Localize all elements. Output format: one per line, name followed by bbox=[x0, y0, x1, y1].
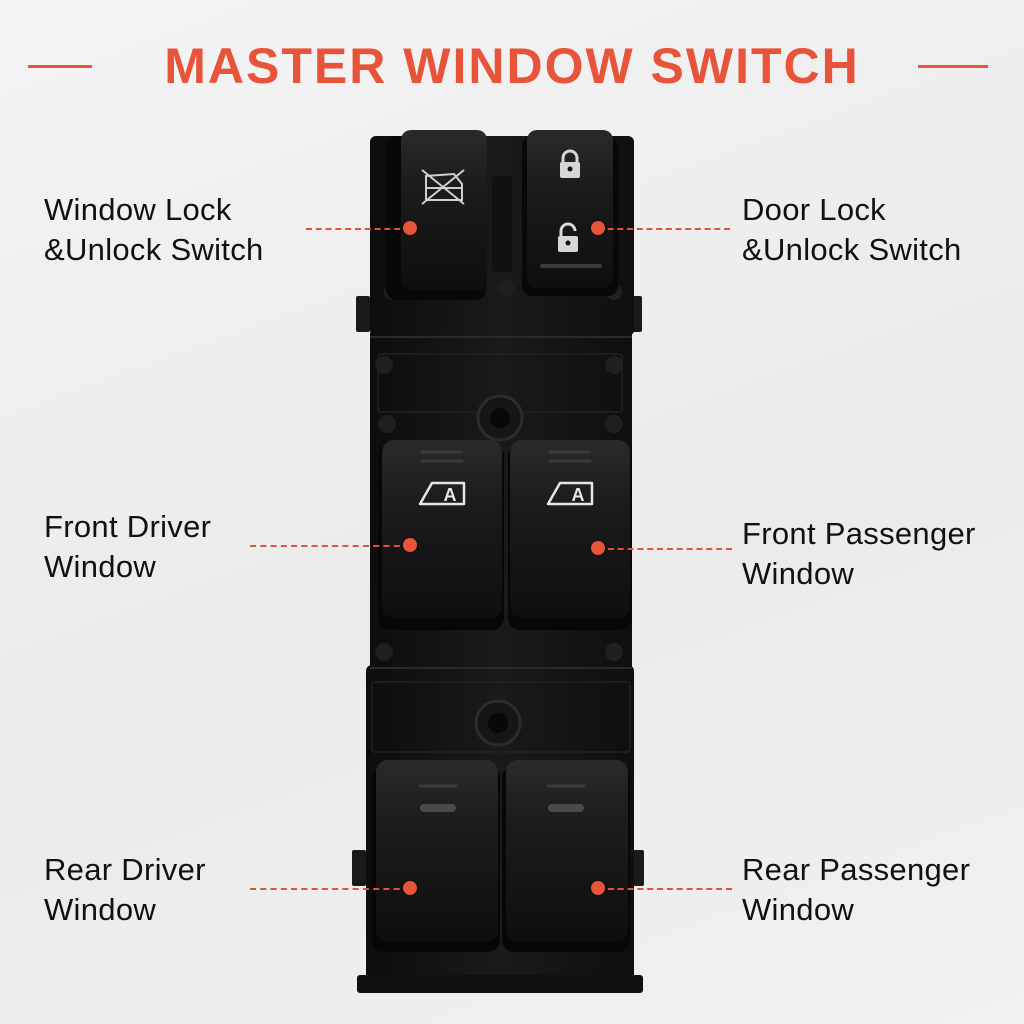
callout-front-passenger: Front Passenger Window bbox=[742, 514, 976, 594]
indicator-lens bbox=[548, 804, 584, 812]
callout-front-passenger-line1: Front Passenger bbox=[742, 516, 976, 551]
marker-window-lock bbox=[403, 221, 417, 235]
callout-front-driver-line1: Front Driver bbox=[44, 509, 212, 544]
leader-door-lock bbox=[598, 228, 730, 230]
indicator-lens bbox=[420, 804, 456, 812]
callout-window-lock-line1: Window Lock bbox=[44, 192, 232, 227]
page-title: MASTER WINDOW SWITCH bbox=[164, 38, 860, 94]
rear-passenger-window-switch[interactable] bbox=[502, 760, 630, 952]
front-passenger-window-switch[interactable]: A bbox=[508, 440, 632, 630]
callout-door-lock: Door Lock &Unlock Switch bbox=[742, 190, 962, 270]
marker-rear-passenger bbox=[591, 881, 605, 895]
callout-door-lock-line2: &Unlock Switch bbox=[742, 232, 962, 267]
leader-front-driver bbox=[250, 545, 410, 547]
window-lock-switch[interactable] bbox=[386, 130, 487, 300]
auto-window-icon: A bbox=[418, 481, 466, 506]
leader-rear-driver bbox=[250, 888, 410, 890]
marker-rear-driver bbox=[403, 881, 417, 895]
front-driver-window-switch[interactable]: A bbox=[378, 440, 504, 630]
callout-rear-passenger-line1: Rear Passenger bbox=[742, 852, 971, 887]
callout-rear-passenger-line2: Window bbox=[742, 892, 855, 927]
auto-badge-text: A bbox=[444, 485, 457, 505]
title-right-rule bbox=[918, 65, 988, 68]
leader-rear-passenger bbox=[598, 888, 732, 890]
side-clip bbox=[352, 850, 366, 886]
callout-door-lock-line1: Door Lock bbox=[742, 192, 886, 227]
auto-badge-text: A bbox=[572, 485, 585, 505]
title-row: MASTER WINDOW SWITCH bbox=[0, 28, 1024, 104]
callout-rear-driver-line1: Rear Driver bbox=[44, 852, 206, 887]
callout-front-passenger-line2: Window bbox=[742, 556, 855, 591]
callout-rear-driver-line2: Window bbox=[44, 892, 157, 927]
marker-door-lock bbox=[591, 221, 605, 235]
title-left-rule bbox=[28, 65, 92, 68]
padlock-unlocked-icon bbox=[558, 222, 578, 252]
callout-front-driver-line2: Window bbox=[44, 549, 157, 584]
door-lock-switch[interactable] bbox=[522, 130, 618, 296]
side-clip bbox=[632, 850, 644, 886]
rear-driver-window-switch[interactable] bbox=[372, 760, 500, 952]
callout-front-driver: Front Driver Window bbox=[44, 507, 211, 587]
padlock-locked-icon bbox=[560, 149, 580, 178]
auto-window-icon: A bbox=[546, 481, 594, 506]
callout-rear-passenger: Rear Passenger Window bbox=[742, 850, 970, 930]
marker-front-driver bbox=[403, 538, 417, 552]
callout-rear-driver: Rear Driver Window bbox=[44, 850, 206, 930]
leader-front-passenger bbox=[598, 548, 732, 550]
callout-window-lock: Window Lock &Unlock Switch bbox=[44, 190, 264, 270]
leader-window-lock bbox=[306, 228, 410, 230]
marker-front-passenger bbox=[591, 541, 605, 555]
window-lock-icon bbox=[421, 169, 465, 205]
callout-window-lock-line2: &Unlock Switch bbox=[44, 232, 264, 267]
side-clip bbox=[356, 296, 370, 332]
